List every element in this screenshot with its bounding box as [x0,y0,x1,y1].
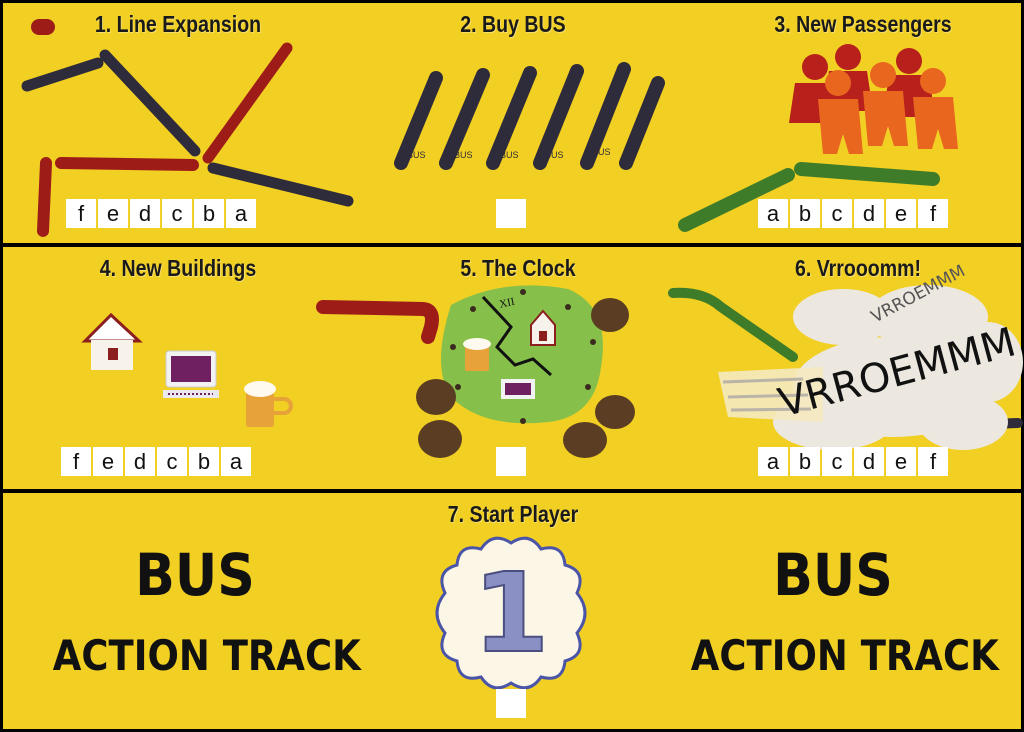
action-row-1: 1. Line Expansion 2. Buy BUS 3. New Pass… [3,3,1021,243]
the-clock-art: XII [316,285,635,458]
section-title-start-player: 7. Start Player [447,501,579,527]
action-slot-d[interactable]: d [125,447,155,476]
bus-icon [394,71,443,170]
bus-label: BUS [545,150,564,160]
start-player-slot[interactable] [496,689,526,718]
bus-label: BUS [454,150,473,160]
beer-mug-icon [244,381,293,427]
badge-number: 1 [473,549,550,677]
house-icon [81,312,143,370]
action-slot-f[interactable]: f [61,447,91,476]
new-passengers-letter-slots: a b c d e f [758,199,948,228]
vrrooomm-letter-slots: a b c d e f [758,447,948,476]
action-slot-b[interactable]: b [194,199,224,228]
track-label-action-track-right: ACTION TRACK [690,631,999,680]
dust-cloud-icon: VRROEMMM VRROEMMM [718,261,1023,450]
new-buildings-letter-slots: f e d c b a [61,447,251,476]
section-title-the-clock: 5. The Clock [460,255,576,281]
track-label-action-track-left: ACTION TRACK [52,631,361,680]
action-slot-c[interactable]: c [157,447,187,476]
action-slot-c[interactable]: c [162,199,192,228]
start-player-badge-icon: 1 [435,536,587,690]
line-expansion-rails-icon [21,19,354,237]
action-slot-f[interactable]: f [918,447,948,476]
bus-icon [533,64,584,170]
action-slot-e[interactable]: e [98,199,128,228]
bus-icon [619,76,665,170]
bus-label: BUS [592,147,611,157]
vrrooomm-art: VRROEMMM VRROEMMM [668,261,1023,450]
section-title-buy-bus: 2. Buy BUS [460,11,566,37]
buy-bus-slot[interactable] [496,199,526,228]
action-slot-a[interactable]: a [226,199,256,228]
action-slot-c[interactable]: c [822,199,852,228]
section-title-vrrooomm: 6. Vrrooomm! [794,255,922,281]
action-slot-a[interactable]: a [758,199,788,228]
the-clock-slot[interactable] [496,447,526,476]
line-expansion-letter-slots: f e d c b a [66,199,256,228]
section-title-line-expansion: 1. Line Expansion [94,11,262,37]
bus-label: BUS [500,150,519,160]
action-row-3: 7. Start Player BUS ACTION TRACK BUS ACT… [3,493,1021,729]
bus-icon [580,62,631,170]
action-slot-a[interactable]: a [221,447,251,476]
action-slot-b[interactable]: b [189,447,219,476]
action-row-2: 4. New Buildings 5. The Clock 6. Vrrooom… [3,247,1023,489]
action-slot-f[interactable]: f [918,199,948,228]
action-slot-f[interactable]: f [66,199,96,228]
rail-segment-icon [678,162,940,232]
passenger-meeple-icon [789,44,958,154]
bus-icon [486,66,537,170]
action-slot-a[interactable]: a [758,447,788,476]
computer-icon [163,350,219,398]
buy-bus-art: BUS BUS BUS BUS BUS [394,62,665,170]
track-label-bus-right: BUS [773,541,893,609]
rail-segment-icon [21,19,354,237]
action-slot-e[interactable]: e [886,199,916,228]
action-slot-c[interactable]: c [822,447,852,476]
action-slot-d[interactable]: d [854,447,884,476]
action-slot-e[interactable]: e [886,447,916,476]
action-slot-b[interactable]: b [790,199,820,228]
section-title-new-passengers: 3. New Passengers [774,11,952,37]
action-slot-d[interactable]: d [130,199,160,228]
bus-label: BUS [407,150,426,160]
section-title-new-buildings: 4. New Buildings [99,255,257,281]
action-slot-b[interactable]: b [790,447,820,476]
action-slot-d[interactable]: d [854,199,884,228]
clock-numeral: XII [498,296,516,311]
new-passengers-art [678,44,958,232]
clock-board-icon: XII [441,285,603,424]
track-label-bus-left: BUS [135,541,255,609]
bus-icon [439,68,490,170]
new-buildings-art [81,312,293,427]
action-slot-e[interactable]: e [93,447,123,476]
